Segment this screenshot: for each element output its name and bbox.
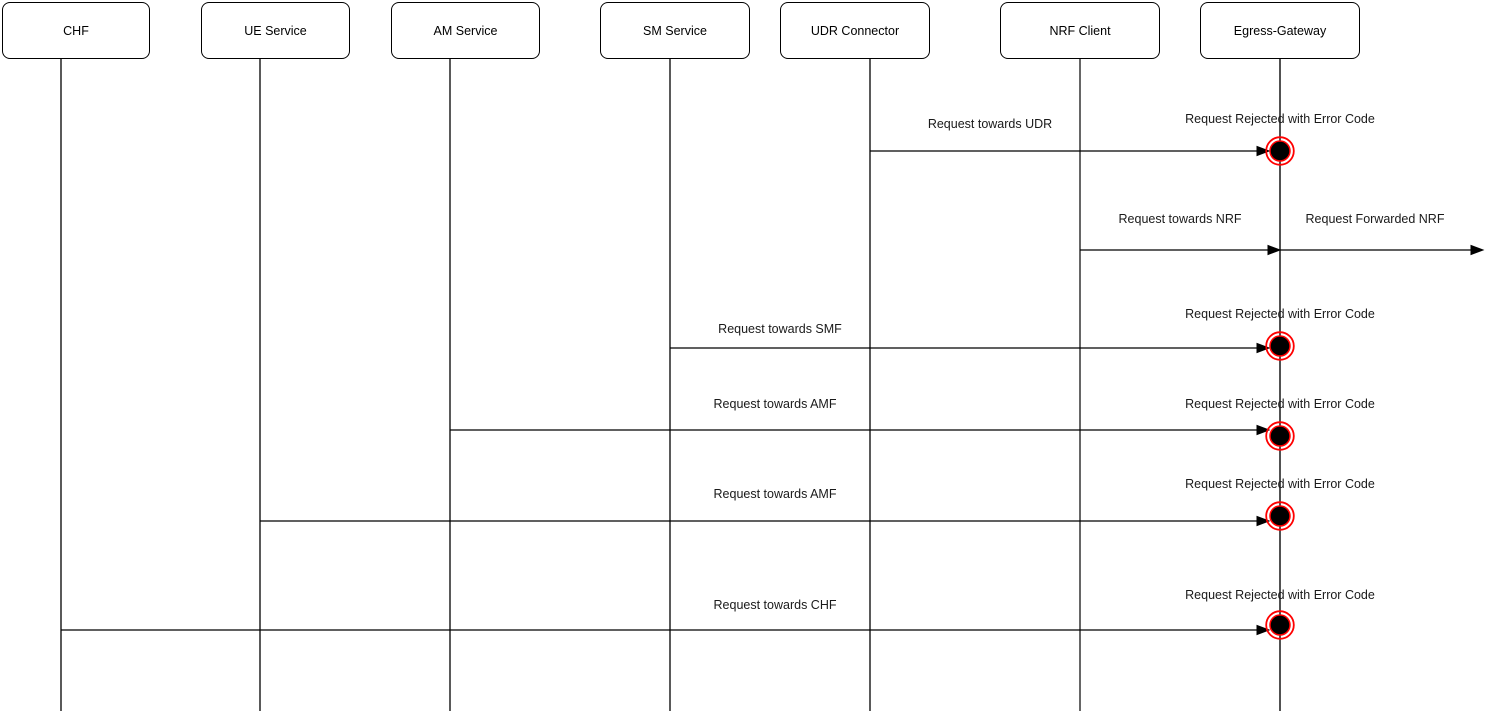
actor-label: AM Service	[433, 23, 498, 38]
rejected-error-marker-outer-ring	[1265, 501, 1295, 531]
message-label: Request towards CHF	[713, 598, 837, 612]
rejected-error-marker-outer-ring	[1265, 421, 1295, 451]
message-label: Request towards UDR	[927, 117, 1053, 131]
rejection-label: Request Rejected with Error Code	[1185, 588, 1375, 602]
arrowhead-icon	[1470, 244, 1485, 256]
actor-box-egress-gateway: Egress-Gateway	[1200, 2, 1360, 59]
rejected-error-marker-icon	[1269, 425, 1291, 447]
rejection-label: Request Rejected with Error Code	[1185, 307, 1375, 321]
rejection-label: Request Rejected with Error Code	[1185, 397, 1375, 411]
rejected-error-marker-outer-ring	[1265, 136, 1295, 166]
rejected-error-marker-outer-ring	[1265, 331, 1295, 361]
rejected-error-marker-icon	[1269, 614, 1291, 636]
actor-box-ue-service: UE Service	[201, 2, 350, 59]
actor-label: NRF Client	[1049, 23, 1111, 38]
actor-label: UDR Connector	[810, 23, 900, 38]
rejection-label: Request Rejected with Error Code	[1185, 112, 1375, 126]
actor-label: SM Service	[643, 23, 707, 38]
actor-box-am-service: AM Service	[391, 2, 540, 59]
arrowhead-icon	[1267, 244, 1282, 256]
arrowhead-icon	[1256, 515, 1271, 527]
rejected-error-marker-icon	[1269, 140, 1291, 162]
actor-label: Egress-Gateway	[1233, 23, 1327, 38]
arrowhead-icon	[1256, 145, 1271, 157]
rejection-label: Request Rejected with Error Code	[1185, 477, 1375, 491]
arrowhead-icon	[1256, 424, 1271, 436]
rejected-error-marker-outer-ring	[1265, 610, 1295, 640]
actor-box-sm-service: SM Service	[600, 2, 750, 59]
actor-box-udr-connector: UDR Connector	[780, 2, 930, 59]
actor-label: CHF	[63, 23, 89, 38]
arrowhead-icon	[1256, 624, 1271, 636]
arrowhead-icon	[1256, 342, 1271, 354]
rejected-error-marker-icon	[1269, 505, 1291, 527]
message-label: Request towards AMF	[713, 487, 837, 501]
actor-box-nrf-client: NRF Client	[1000, 2, 1160, 59]
message-label: Request Forwarded NRF	[1305, 212, 1445, 226]
rejected-error-marker-icon	[1269, 335, 1291, 357]
actor-label: UE Service	[244, 23, 307, 38]
message-label: Request towards NRF	[1118, 212, 1242, 226]
message-label: Request towards SMF	[718, 322, 842, 336]
actor-box-chf: CHF	[2, 2, 150, 59]
message-label: Request towards AMF	[713, 397, 837, 411]
